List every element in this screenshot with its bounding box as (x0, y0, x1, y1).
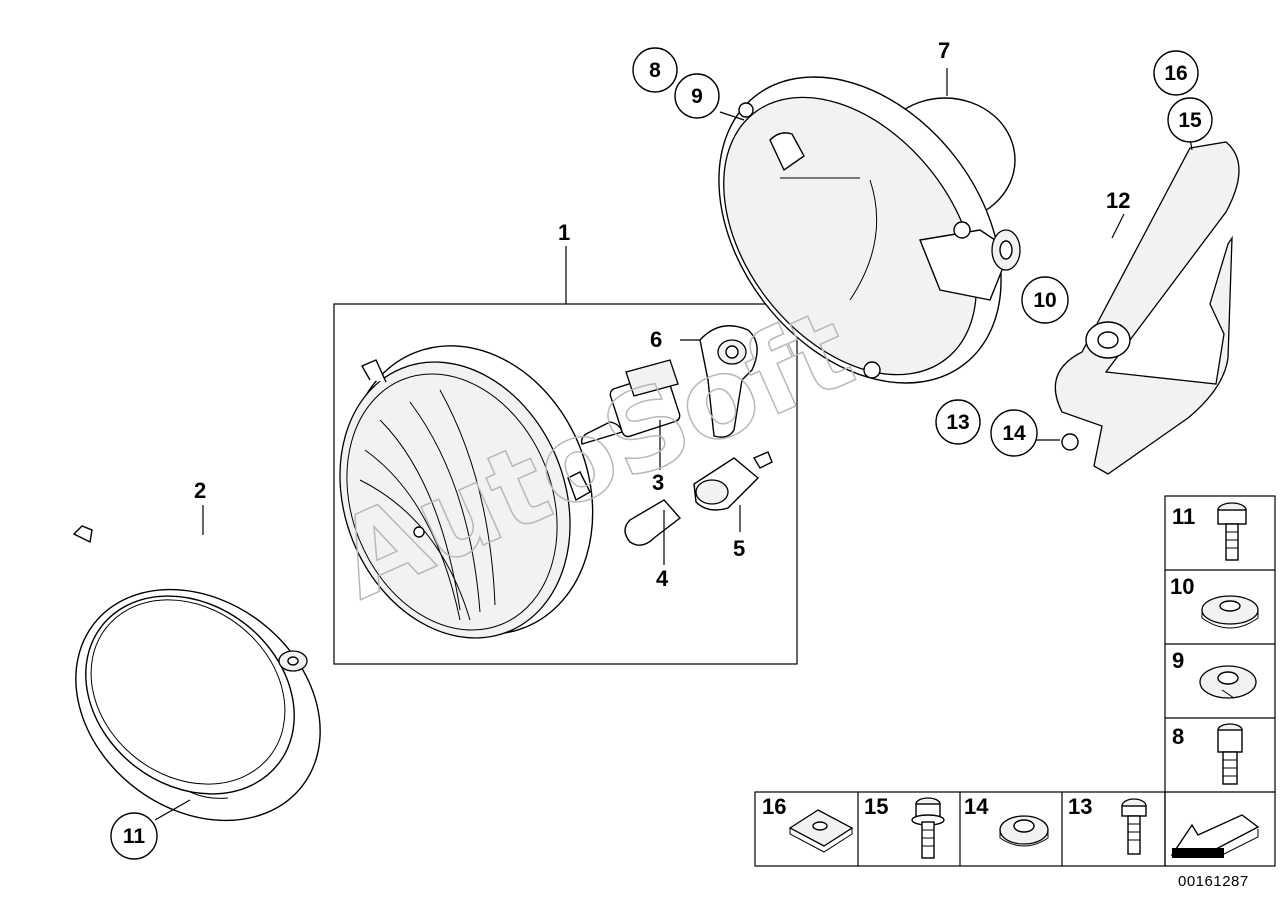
parking-bulb (624, 499, 682, 565)
legend-right-label-3: 8 (1172, 724, 1184, 749)
legend-bottom-label-2: 14 (964, 794, 989, 819)
parking-bulb-socket (693, 451, 773, 532)
circled-callout-13: 13 (935, 399, 981, 445)
direction-arrow-icon (1170, 814, 1260, 858)
screw-icon (1121, 798, 1147, 855)
svg-text:13: 13 (946, 411, 969, 434)
callout-6: 6 (650, 327, 662, 352)
circled-callout-8: 8 (632, 47, 678, 93)
trim-ring (72, 525, 321, 822)
grommet-icon (999, 815, 1049, 847)
legend-bottom: 16 15 14 13 (754, 791, 1166, 867)
bulb-h7 (580, 359, 681, 470)
headlight-bracket (1054, 137, 1240, 475)
callout-1: 1 (558, 220, 570, 245)
callout-12: 12 (1106, 188, 1130, 213)
svg-text:15: 15 (1178, 109, 1202, 132)
callout-4: 4 (656, 566, 669, 591)
svg-text:9: 9 (691, 85, 703, 108)
svg-text:11: 11 (123, 825, 146, 848)
svg-text:14: 14 (1002, 422, 1026, 445)
svg-text:8: 8 (649, 59, 661, 82)
circled-callout-9: 9 (674, 73, 720, 119)
legend-right-label-2: 9 (1172, 648, 1184, 673)
legend-right-label-0: 11 (1172, 504, 1195, 529)
socket-bolt-icon (1217, 723, 1243, 785)
legend-bottom-label-1: 15 (864, 794, 888, 819)
legend-right: 11 10 9 8 (1164, 495, 1276, 867)
circled-callout-16: 16 (1153, 50, 1199, 96)
spring-washer-icon (1199, 665, 1257, 699)
circled-callout-10: 10 (1021, 276, 1069, 324)
washer-icon (1201, 595, 1259, 629)
legend-bottom-label-3: 13 (1068, 794, 1092, 819)
legend-right-label-1: 10 (1170, 574, 1194, 599)
flange-bolt-icon (911, 797, 945, 859)
headlight-unit (339, 345, 594, 639)
svg-text:16: 16 (1164, 62, 1187, 85)
callout-5: 5 (733, 536, 745, 561)
svg-text:10: 10 (1033, 289, 1056, 312)
callout-7: 7 (938, 38, 950, 63)
circled-callout-14: 14 (990, 409, 1038, 457)
callout-2: 2 (194, 478, 206, 503)
headlight-housing (718, 68, 1021, 384)
bolt-icon (1217, 502, 1247, 561)
circled-callout-15: 15 (1167, 97, 1213, 143)
callout-3: 3 (652, 470, 664, 495)
clip-nut-icon (788, 809, 854, 853)
diagram-reference-number: 00161287 (1178, 873, 1249, 890)
bulb-socket-connector (680, 325, 758, 438)
legend-bottom-label-0: 16 (762, 794, 786, 819)
circled-callout-11: 11 (110, 812, 158, 860)
